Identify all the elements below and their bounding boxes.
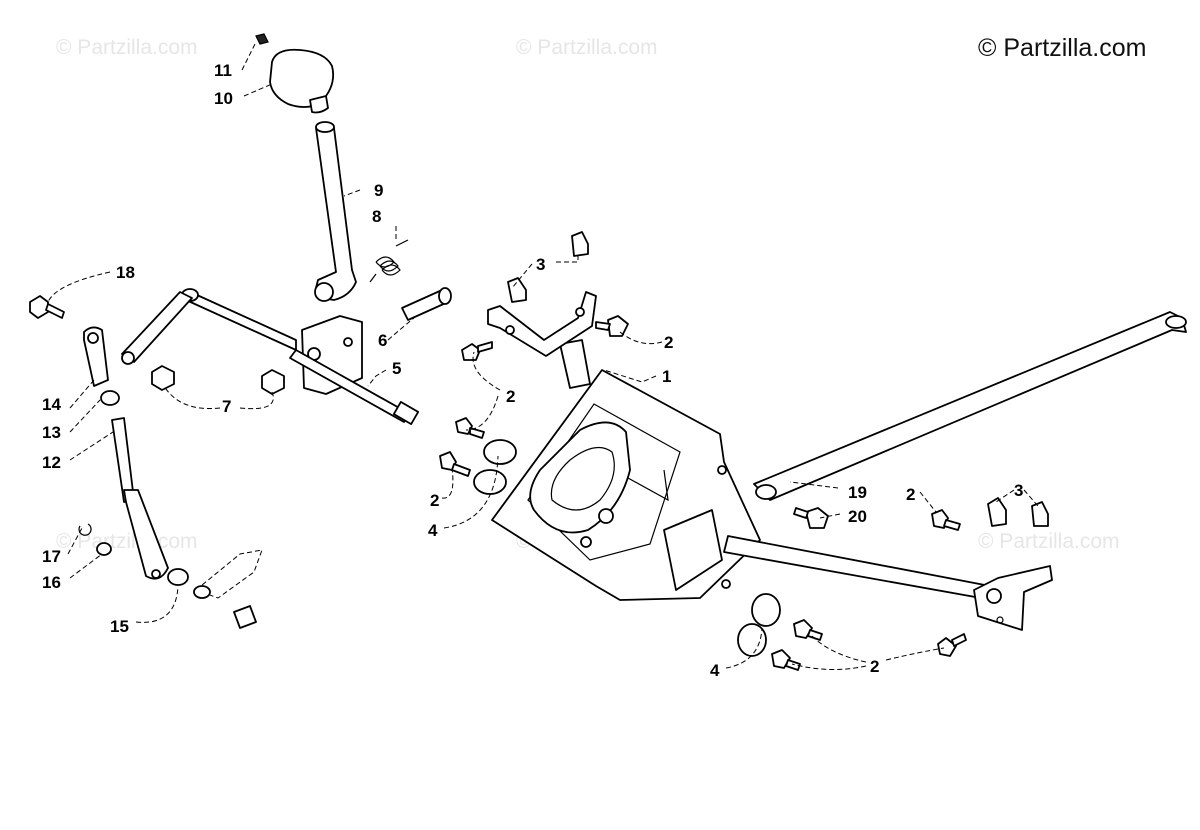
bolt (793, 619, 823, 641)
callout-12: 12 (42, 453, 61, 472)
lock-nut (151, 365, 175, 391)
callout-14: 14 (42, 395, 61, 414)
callout-16: 16 (42, 573, 61, 592)
callout-11: 11 (214, 61, 232, 80)
callout-2: 2 (506, 387, 515, 406)
bolt (771, 649, 801, 671)
pivot-pin (193, 549, 263, 629)
rod-end (83, 326, 109, 387)
callout-19: 19 (848, 483, 867, 502)
callout-20: 20 (848, 507, 867, 526)
callout-2: 2 (870, 657, 879, 676)
shift-bracket (181, 288, 420, 425)
shift-knob (269, 48, 335, 114)
rubber-bushing (473, 439, 517, 495)
callout-15: 15 (110, 617, 129, 636)
flange-bolt (29, 295, 65, 319)
cross-tube (723, 535, 993, 601)
watermark: © Partzilla.com (56, 36, 198, 59)
clip-nut (1031, 501, 1049, 527)
callout-3: 3 (536, 255, 545, 274)
lock-nut (261, 369, 285, 395)
callout-9: 9 (374, 181, 383, 200)
flange-bolt (793, 507, 829, 529)
callout-labels: 1 2 2 2 2 2 3 3 4 4 5 6 7 8 9 10 11 12 1… (42, 61, 1023, 680)
callout-7: 7 (222, 397, 231, 416)
stay-rod (753, 311, 1187, 501)
callout-10: 10 (214, 89, 233, 108)
callout-13: 13 (42, 423, 61, 442)
leader-lines (47, 41, 1039, 671)
linkage-arm (121, 291, 193, 365)
clip-nut (987, 497, 1007, 527)
set-screw (255, 33, 269, 45)
bolt (931, 509, 961, 531)
callout-6: 6 (378, 331, 387, 350)
callout-17: 17 (42, 547, 61, 566)
callout-2: 2 (664, 333, 673, 352)
callout-5: 5 (392, 359, 401, 378)
pivot-pin (401, 287, 452, 321)
upper-bracket (487, 291, 597, 357)
shift-lever (314, 121, 357, 302)
callout-4: 4 (428, 521, 438, 540)
bolt (595, 315, 629, 337)
washer (167, 568, 189, 586)
callout-1: 1 (662, 367, 671, 386)
washer (96, 542, 112, 556)
torsion-spring (369, 239, 409, 283)
copyright-notice: © Partzilla.com (978, 34, 1147, 62)
watermark: © Partzilla.com (56, 530, 198, 553)
watermark: © Partzilla.com (978, 530, 1120, 553)
callout-3: 3 (1014, 481, 1023, 500)
e-clip (78, 523, 92, 536)
shift-rod (111, 417, 169, 580)
bolt (439, 451, 471, 477)
jam-nut (100, 390, 120, 406)
callout-8: 8 (372, 207, 381, 226)
clip-nut (507, 277, 527, 303)
clip-nut (571, 231, 589, 257)
end-bracket (973, 565, 1053, 631)
mounting-plate (491, 339, 761, 601)
bolt (461, 341, 493, 361)
watermark: © Partzilla.com (516, 36, 658, 59)
callout-18: 18 (116, 263, 135, 282)
callout-2: 2 (906, 485, 915, 504)
bolt (455, 417, 485, 439)
callout-2: 2 (430, 491, 439, 510)
callout-4: 4 (710, 661, 720, 680)
rubber-bushing (737, 593, 781, 657)
bolt (937, 633, 967, 657)
